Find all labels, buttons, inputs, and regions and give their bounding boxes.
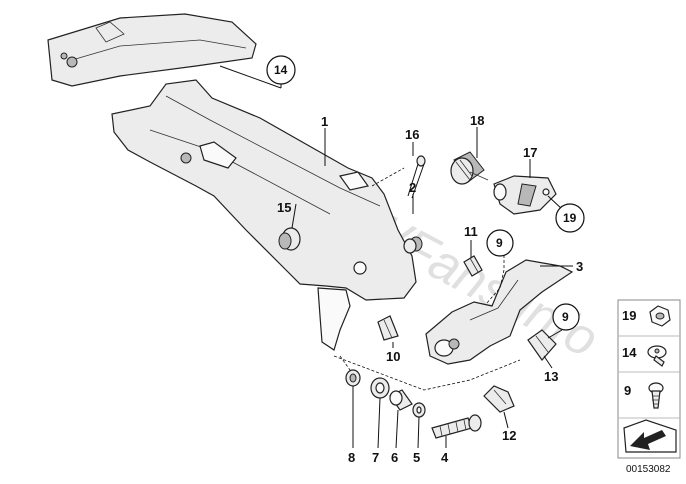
cover-trim-part <box>47 13 257 87</box>
arrow-symbol-icon <box>623 419 677 453</box>
label-part-15: 15 <box>277 200 291 215</box>
bushing-part-15 <box>278 227 301 251</box>
label-part-3: 3 <box>576 259 583 274</box>
circled-label-14: 14 <box>274 63 288 77</box>
label-part-12: 12 <box>502 428 516 443</box>
clip-screw-icon <box>648 382 664 409</box>
circled-label-9-lower: 9 <box>562 310 569 324</box>
part-number-labels: 1 16 18 17 2 15 11 3 10 13 12 8 7 6 5 4 <box>277 113 583 465</box>
washer-part-7 <box>370 377 390 399</box>
torx-screw-icon <box>647 345 667 367</box>
legend-label-14: 14 <box>622 345 637 360</box>
label-part-6: 6 <box>391 450 398 465</box>
label-part-17: 17 <box>523 145 537 160</box>
legend-label-9: 9 <box>624 383 631 398</box>
pin-part-16 <box>407 155 426 199</box>
label-part-1: 1 <box>321 114 328 129</box>
label-part-2: 2 <box>409 180 416 195</box>
label-part-16: 16 <box>405 127 419 142</box>
bolt-part-4 <box>431 414 482 439</box>
main-bracket-part <box>111 79 417 351</box>
sleeve-part-6 <box>389 389 413 411</box>
circled-label-9-upper: 9 <box>496 236 503 250</box>
legend-panel: 19 14 9 <box>617 299 681 459</box>
clip-part-10 <box>377 315 399 341</box>
knob-part-18 <box>450 151 489 185</box>
label-part-5: 5 <box>413 450 420 465</box>
label-part-18: 18 <box>470 113 484 128</box>
circled-label-19: 19 <box>563 211 577 225</box>
label-part-13: 13 <box>544 369 558 384</box>
label-part-10: 10 <box>386 349 400 364</box>
circled-reference-labels: 14 19 9 9 <box>266 55 585 331</box>
label-part-8: 8 <box>348 450 355 465</box>
hex-nut-icon <box>649 305 671 327</box>
legend-label-19: 19 <box>622 308 636 323</box>
label-part-4: 4 <box>441 450 449 465</box>
leader-lines <box>219 65 573 449</box>
side-cover-part <box>425 259 574 365</box>
document-number: 00153082 <box>626 464 671 475</box>
washer-part-5 <box>412 402 426 418</box>
grommet-part-2 <box>403 236 423 254</box>
bracket-clip-part-12 <box>483 385 515 413</box>
bushing-part-8 <box>345 369 361 387</box>
label-part-11: 11 <box>464 224 478 239</box>
label-part-7: 7 <box>372 450 379 465</box>
lever-part-17 <box>493 175 557 215</box>
